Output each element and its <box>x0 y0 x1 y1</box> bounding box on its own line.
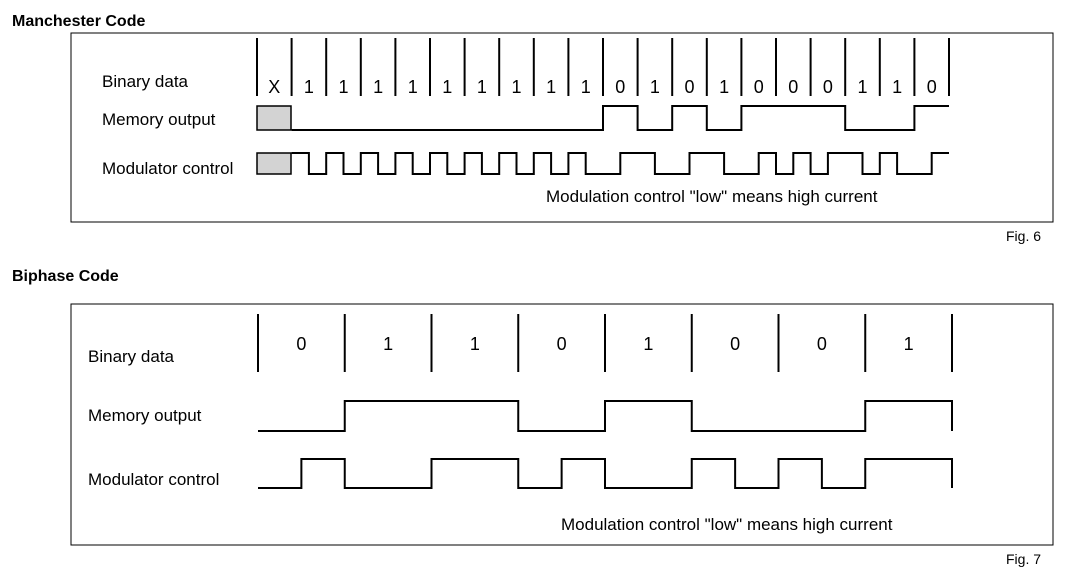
biphase-bit-value: 1 <box>383 334 393 354</box>
manchester-frame <box>70 32 1054 223</box>
manchester-binary-label: Binary data <box>102 72 189 91</box>
biphase-bit-value: 0 <box>296 334 306 354</box>
manchester-heading: Manchester Code <box>12 13 146 30</box>
manchester-bit-value: 0 <box>615 77 625 97</box>
biphase-bit-value: 0 <box>730 334 740 354</box>
manchester-bit-row: X 1 1 1 1 1 1 1 1 1 0 1 0 1 0 0 0 1 1 0 <box>256 38 950 97</box>
manchester-modulator-label: Modulator control <box>102 159 233 178</box>
manchester-memory-waveform <box>291 105 949 131</box>
biphase-heading: Biphase Code <box>12 268 119 285</box>
biphase-bit-value: 0 <box>557 334 567 354</box>
manchester-bit-value: 1 <box>650 77 660 97</box>
biphase-panel: Binary data Memory output Modulator cont… <box>70 303 1054 546</box>
manchester-bit-value: 0 <box>788 77 798 97</box>
manchester-bit-value: 1 <box>373 77 383 97</box>
biphase-modulator-waveform <box>258 458 953 489</box>
manchester-bit-value: 1 <box>546 77 556 97</box>
biphase-bit-value: 1 <box>904 334 914 354</box>
manchester-memory-label: Memory output <box>102 110 216 129</box>
fig6-label: Fig. 6 <box>1006 228 1042 244</box>
biphase-bit-value: 1 <box>470 334 480 354</box>
manchester-bit-value: 0 <box>823 77 833 97</box>
manchester-panel: Binary data Memory output Modulator cont… <box>70 32 1054 223</box>
biphase-binary-label: Binary data <box>88 347 175 366</box>
manchester-bit-value: X <box>268 77 280 97</box>
manchester-bit-value: 1 <box>442 77 452 97</box>
manchester-bit-value: 1 <box>857 77 867 97</box>
manchester-bit-value: 1 <box>338 77 348 97</box>
manchester-bit-value: 1 <box>304 77 314 97</box>
manchester-memory-undefined-box <box>256 105 292 131</box>
manchester-bit-value: 1 <box>408 77 418 97</box>
manchester-bit-value: 0 <box>927 77 937 97</box>
manchester-bit-value: 0 <box>684 77 694 97</box>
manchester-bit-value: 1 <box>477 77 487 97</box>
manchester-modulator-undefined-box <box>256 152 292 175</box>
manchester-bit-value: 1 <box>511 77 521 97</box>
biphase-bit-value: 0 <box>817 334 827 354</box>
manchester-note: Modulation control "low" means high curr… <box>546 187 878 206</box>
manchester-bit-value: 1 <box>719 77 729 97</box>
biphase-modulator-label: Modulator control <box>88 470 219 489</box>
biphase-note: Modulation control "low" means high curr… <box>561 515 893 534</box>
biphase-frame <box>70 303 1054 546</box>
fig7-label: Fig. 7 <box>1006 551 1042 567</box>
biphase-memory-label: Memory output <box>88 406 202 425</box>
manchester-bit-value: 1 <box>581 77 591 97</box>
biphase-memory-waveform <box>258 400 953 432</box>
manchester-bit-value: 0 <box>754 77 764 97</box>
manchester-bit-value: 1 <box>892 77 902 97</box>
manchester-modulator-waveform <box>291 152 949 175</box>
biphase-bit-row: 0 1 1 0 1 0 0 1 <box>257 314 953 372</box>
biphase-bit-value: 1 <box>643 334 653 354</box>
